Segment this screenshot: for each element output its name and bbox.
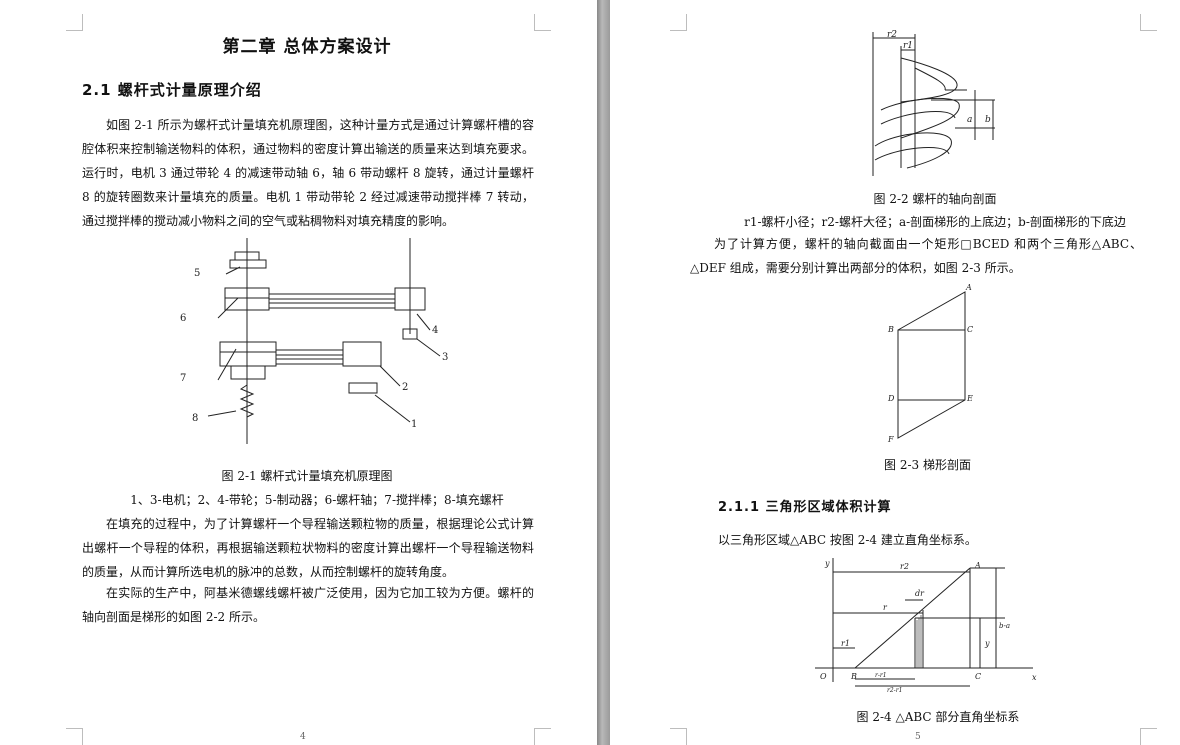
paragraph: 在实际的生产中，阿基米德螺线螺杆被广泛使用，因为它加工较为方便。螺杆的轴向剖面是… [82, 586, 534, 624]
section-title: 2.1 螺杆式计量原理介绍 [82, 81, 262, 99]
part-label: 5 [194, 268, 200, 279]
figure-legend: r1-螺杆小径；r2-螺杆大径；a-剖面梯形的上底边；b-剖面梯形的下底边 [744, 215, 1126, 229]
page-number: 5 [915, 732, 921, 742]
crop-mark [66, 728, 83, 745]
part-label: 2 [402, 382, 408, 393]
crop-mark [670, 14, 687, 31]
crop-mark [1140, 14, 1157, 31]
figure-caption: 图 2-1 螺杆式计量填充机原理图 [221, 469, 393, 483]
dim-label: b [985, 115, 991, 125]
crop-mark [1140, 728, 1157, 745]
paragraph: 为了计算方便，螺杆的轴向截面由一个矩形□BCED 和两个三角形△ABC、△DEF… [690, 237, 1142, 275]
vertex-label: D [887, 394, 895, 403]
point-label: C [975, 672, 981, 681]
vertex-label: F [887, 435, 894, 444]
dim-label: r1 [903, 41, 913, 51]
axis-label: y [824, 559, 830, 568]
dim-label: y [984, 639, 990, 648]
dim-label: r [883, 603, 888, 612]
dim-label: a [967, 115, 972, 125]
figure-caption: 图 2-4 △ABC 部分直角坐标系 [856, 710, 1020, 724]
point-label: B [850, 672, 857, 681]
part-label: 8 [192, 413, 198, 424]
paragraph: 如图 2-1 所示为螺杆式计量填充机原理图，这种计量方式是通过计算螺杆槽的容腔体… [82, 118, 534, 228]
axis-label: x [1032, 673, 1037, 682]
vertex-label: C [967, 325, 973, 334]
dim-label: r2 [887, 30, 897, 40]
crop-mark [670, 728, 687, 745]
document-page-4: 第二章 总体方案设计 2.1 螺杆式计量原理介绍 如图 2-1 所示为螺杆式计量… [0, 0, 597, 745]
page-gutter [597, 0, 610, 745]
dim-label: r2-r1 [887, 687, 902, 692]
point-label: O [820, 672, 827, 681]
coordinate-figure: y x O B C A r2 r r1 dr y b-a r-r1 r2-r1 [815, 558, 1037, 692]
page-number: 4 [300, 732, 306, 742]
figure-caption: 图 2-2 螺杆的轴向剖面 [873, 192, 997, 206]
filler-schematic-figure: 5 6 4 3 7 2 8 1 [180, 238, 448, 444]
crop-mark [66, 14, 83, 31]
dim-label: r2 [900, 562, 909, 571]
part-label: 4 [432, 325, 438, 336]
trapezoid-figure: A B C D E F [887, 283, 973, 444]
part-label: 7 [180, 373, 186, 384]
part-label: 6 [180, 313, 186, 324]
dim-label: dr [915, 589, 925, 598]
vertex-label: E [966, 394, 973, 403]
figure-caption: 图 2-3 梯形剖面 [884, 458, 971, 472]
crop-mark [534, 728, 551, 745]
subsection-title: 2.1.1 三角形区域体积计算 [718, 500, 892, 515]
figure-legend: 1、3-电机；2、4-带轮；5-制动器；6-螺杆轴；7-搅拌棒；8-填充螺杆 [130, 493, 504, 507]
vertex-label: A [965, 283, 972, 292]
dim-label: r-r1 [875, 672, 887, 679]
document-page-5: r2 r1 a b 图 2-2 螺杆的轴向剖面 r1-螺杆小径；r2-螺杆大径；… [610, 0, 1180, 745]
part-label: 3 [442, 352, 448, 363]
point-label: A [974, 561, 981, 570]
dim-label: r1 [841, 639, 850, 648]
part-label: 1 [411, 419, 417, 430]
vertex-label: B [887, 325, 894, 334]
crop-mark [534, 14, 551, 31]
paragraph: 在填充的过程中，为了计算螺杆一个导程输送颗粒物的质量，根据理论公式计算出螺杆一个… [82, 517, 534, 579]
screw-section-figure: r2 r1 a b [872, 30, 995, 176]
paragraph: 以三角形区域△ABC 按图 2-4 建立直角坐标系。 [718, 533, 977, 547]
chapter-title: 第二章 总体方案设计 [222, 37, 392, 57]
dim-label: b-a [999, 622, 1010, 630]
